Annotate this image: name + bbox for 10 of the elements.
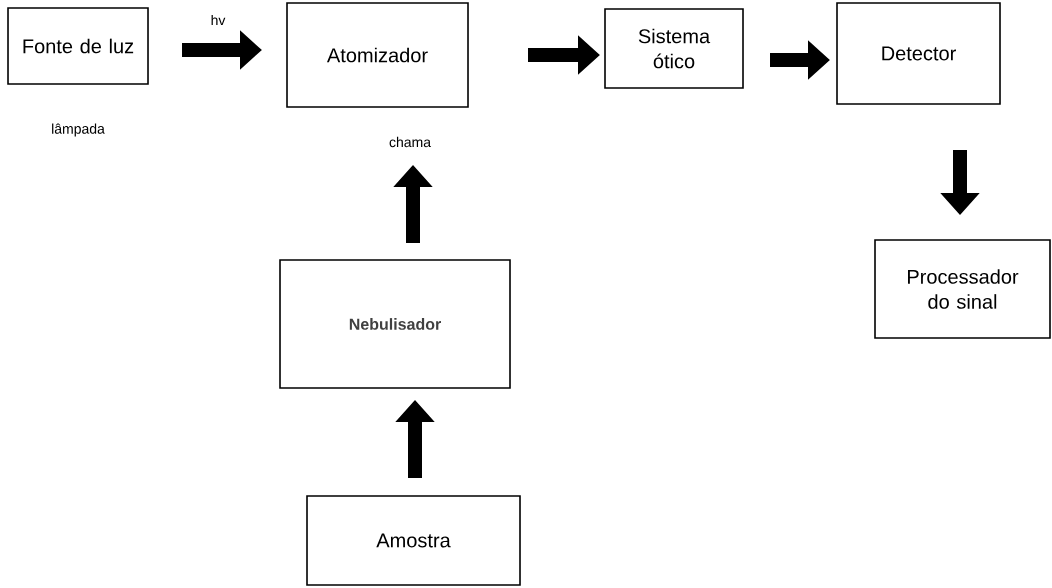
process-box: Fonte de luz: [7, 7, 149, 85]
edge-label: hv: [209, 13, 227, 27]
process-box: Nebulisador: [279, 259, 511, 389]
node-label: lâmpada: [52, 123, 105, 137]
process-box: Sistema ótico: [604, 8, 744, 89]
process-box: Amostra: [306, 495, 521, 586]
edge-label: chama: [388, 135, 432, 149]
process-box: Processador do sinal: [874, 239, 1051, 339]
process-box: Detector: [836, 2, 1001, 105]
process-box: Atomizador: [286, 2, 469, 108]
